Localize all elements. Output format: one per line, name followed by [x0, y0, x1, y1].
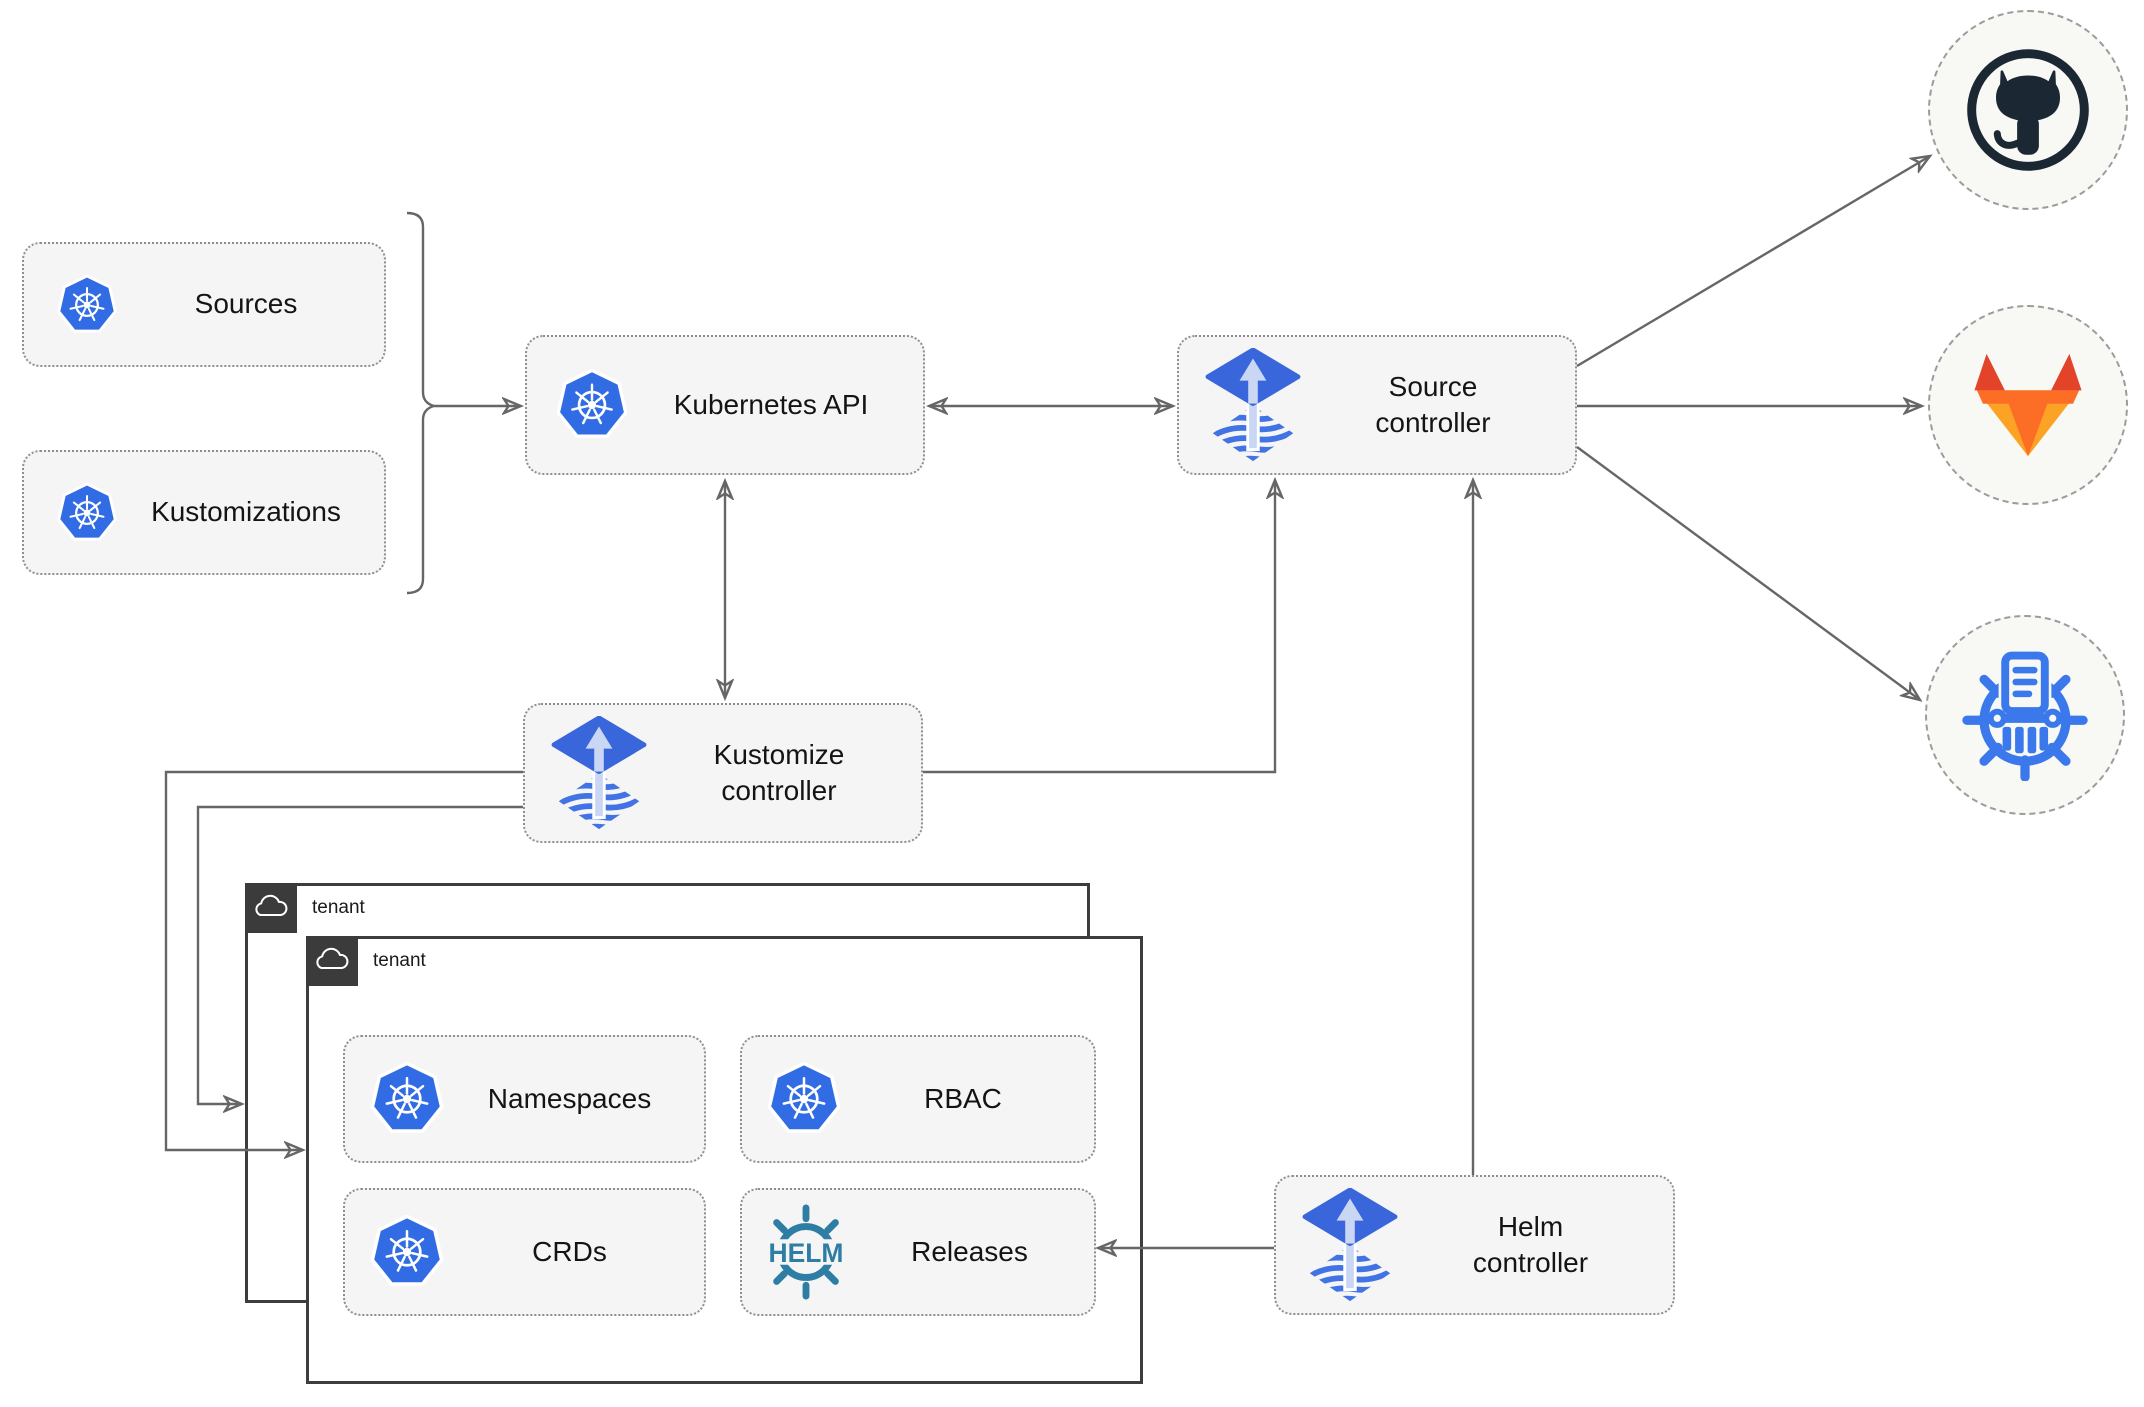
tenant-header [306, 936, 358, 986]
flux-icon [1302, 1188, 1398, 1303]
cloud-icon [252, 894, 290, 922]
label-line: controller [721, 775, 837, 806]
node-source-controller-label: Source controller [1301, 369, 1575, 442]
node-releases-label: Releases [911, 1235, 1028, 1267]
tenant-header [245, 883, 297, 933]
arrow-source-to-helm-repository [1576, 446, 1920, 700]
node-namespaces: Namespaces [343, 1035, 706, 1163]
label-line: controller [1375, 407, 1491, 438]
github-icon [1964, 46, 2092, 174]
node-sources-label: Sources [194, 288, 298, 320]
flux-icon [551, 716, 647, 831]
gitlab-icon [1967, 349, 2089, 461]
arrow-source-to-github [1576, 156, 1930, 368]
kubernetes-icon [369, 1062, 445, 1136]
kubernetes-icon [766, 1062, 842, 1136]
node-helm-controller: Helm controller [1274, 1175, 1675, 1315]
helm-repository-icon [1959, 649, 2091, 781]
label-line: Source [1388, 370, 1478, 402]
kubernetes-icon [56, 483, 118, 543]
tenant-front-label: tenant [373, 950, 426, 971]
node-kustomize-controller: Kustomize controller [523, 703, 923, 843]
node-releases: Releases [740, 1188, 1096, 1316]
node-kustomize-controller-label: Kustomize controller [647, 737, 921, 810]
node-sources: Sources [22, 242, 386, 367]
brace-sources-group [406, 211, 439, 595]
kubernetes-icon [56, 275, 118, 335]
node-helm-controller-label: Helm controller [1398, 1209, 1673, 1282]
kubernetes-icon [369, 1215, 445, 1289]
node-crds: CRDs [343, 1188, 706, 1316]
label-line: Kustomize [713, 738, 845, 770]
endpoint-helm-repository [1925, 615, 2125, 815]
tenant-back-label: tenant [312, 897, 365, 918]
node-kubernetes-api-label: Kubernetes API [673, 388, 869, 420]
endpoint-github [1928, 10, 2128, 210]
kubernetes-icon [555, 369, 629, 441]
node-source-controller: Source controller [1177, 335, 1577, 475]
node-kubernetes-api: Kubernetes API [525, 335, 925, 475]
cloud-icon [313, 947, 351, 975]
arrow-kustomize-to-source [923, 480, 1275, 774]
flux-icon [1205, 348, 1301, 463]
node-kustomizations: Kustomizations [22, 450, 386, 575]
tenant-box-front: tenant Namespaces RBAC CRDs Releases [306, 936, 1143, 1384]
label-line: controller [1472, 1247, 1589, 1278]
label-line: Helm [1497, 1210, 1564, 1242]
node-rbac: RBAC [740, 1035, 1096, 1163]
node-crds-label: CRDs [532, 1235, 607, 1267]
node-kustomizations-label: Kustomizations [151, 496, 341, 528]
node-rbac-label: RBAC [924, 1082, 1002, 1114]
endpoint-gitlab [1928, 305, 2128, 505]
helm-icon [757, 1203, 855, 1301]
node-namespaces-label: Namespaces [487, 1082, 652, 1114]
